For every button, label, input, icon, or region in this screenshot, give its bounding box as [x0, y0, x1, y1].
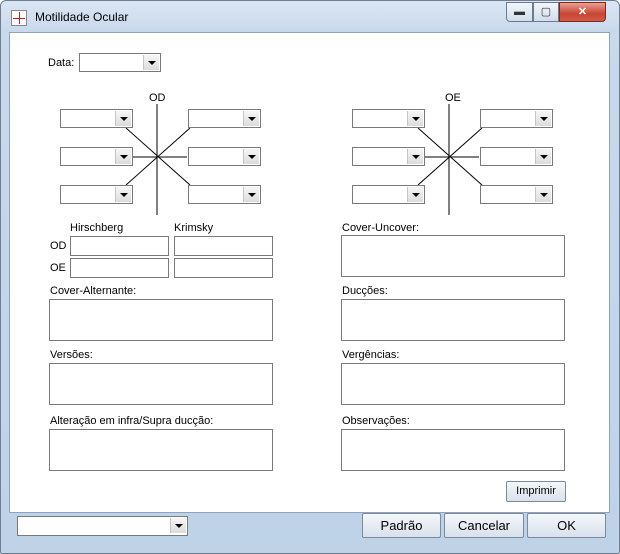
cancelar-button[interactable]: Cancelar — [444, 513, 524, 538]
krimsky-od-field[interactable] — [174, 236, 273, 256]
chevron-down-icon[interactable] — [115, 187, 131, 202]
close-icon: ✕ — [577, 6, 588, 18]
vergencias-label: Vergências: — [342, 349, 400, 361]
chevron-down-icon[interactable] — [407, 187, 423, 202]
krimsky-label: Krimsky — [174, 222, 214, 234]
oe-middle-right-combo[interactable] — [480, 147, 553, 166]
oe-middle-left-combo[interactable] — [352, 147, 425, 166]
duccoes-field[interactable] — [341, 299, 565, 341]
maximize-button[interactable]: ▢ — [533, 2, 559, 22]
cover-alternante-field[interactable] — [49, 299, 273, 341]
chevron-down-icon[interactable] — [170, 518, 186, 533]
chevron-down-icon[interactable] — [115, 149, 131, 164]
hirschberg-oe-field[interactable] — [70, 258, 169, 278]
hirschberg-od-field[interactable] — [70, 236, 169, 256]
od-lower-left-combo[interactable] — [60, 185, 133, 204]
row-oe-label: OE — [50, 262, 66, 274]
ok-button[interactable]: OK — [527, 513, 606, 538]
bottom-combo[interactable] — [17, 516, 188, 536]
od-middle-right-combo[interactable] — [188, 147, 261, 166]
chevron-down-icon[interactable] — [407, 111, 423, 126]
cancelar-label: Cancelar — [457, 518, 511, 533]
chevron-down-icon[interactable] — [243, 111, 259, 126]
imprimir-label: Imprimir — [516, 485, 556, 497]
chevron-down-icon[interactable] — [535, 149, 551, 164]
alteracao-label: Alteração em infra/Supra ducção: — [50, 415, 214, 427]
observacoes-label: Observações: — [342, 415, 410, 427]
cover-uncover-label: Cover-Uncover: — [342, 222, 420, 234]
title-bar[interactable]: Motilidade Ocular ▬ ▢ ✕ — [1, 1, 619, 33]
od-lower-right-combo[interactable] — [188, 185, 261, 204]
hirschberg-label: Hirschberg — [70, 222, 124, 234]
cover-uncover-field[interactable] — [341, 235, 565, 277]
oe-upper-left-combo[interactable] — [352, 109, 425, 128]
row-od-label: OD — [50, 240, 67, 252]
observacoes-field[interactable] — [341, 429, 565, 471]
od-middle-left-combo[interactable] — [60, 147, 133, 166]
chevron-down-icon[interactable] — [407, 149, 423, 164]
data-combo[interactable] — [79, 53, 161, 72]
oe-upper-right-combo[interactable] — [480, 109, 553, 128]
form-panel: Data: OD OE Hirschberg Krimsky — [9, 32, 610, 513]
ok-label: OK — [557, 518, 576, 533]
alteracao-field[interactable] — [49, 429, 273, 471]
oe-label: OE — [445, 92, 461, 104]
od-upper-left-combo[interactable] — [60, 109, 133, 128]
chevron-down-icon[interactable] — [535, 187, 551, 202]
padrao-label: Padrão — [380, 518, 423, 533]
oe-lower-right-combo[interactable] — [480, 185, 553, 204]
close-button[interactable]: ✕ — [559, 2, 606, 22]
chevron-down-icon[interactable] — [115, 111, 131, 126]
padrao-button[interactable]: Padrão — [362, 513, 441, 538]
oe-lower-left-combo[interactable] — [352, 185, 425, 204]
duccoes-label: Ducções: — [342, 285, 388, 297]
minimize-icon: ▬ — [514, 6, 525, 18]
imprimir-button[interactable]: Imprimir — [506, 481, 566, 502]
chevron-down-icon[interactable] — [143, 55, 159, 70]
cover-alternante-label: Cover-Alternante: — [50, 285, 137, 297]
window-title: Motilidade Ocular — [35, 10, 129, 24]
minimize-button[interactable]: ▬ — [506, 2, 533, 22]
od-label: OD — [149, 92, 166, 104]
app-icon — [11, 10, 27, 26]
chevron-down-icon[interactable] — [243, 187, 259, 202]
maximize-icon: ▢ — [540, 6, 552, 18]
od-upper-right-combo[interactable] — [188, 109, 261, 128]
od-cross-diagram — [125, 104, 483, 215]
vergencias-field[interactable] — [341, 363, 565, 405]
versoes-label: Versões: — [50, 349, 93, 361]
chevron-down-icon[interactable] — [535, 111, 551, 126]
data-label: Data: — [48, 57, 75, 69]
chevron-down-icon[interactable] — [243, 149, 259, 164]
versoes-field[interactable] — [49, 363, 273, 405]
krimsky-oe-field[interactable] — [174, 258, 273, 278]
